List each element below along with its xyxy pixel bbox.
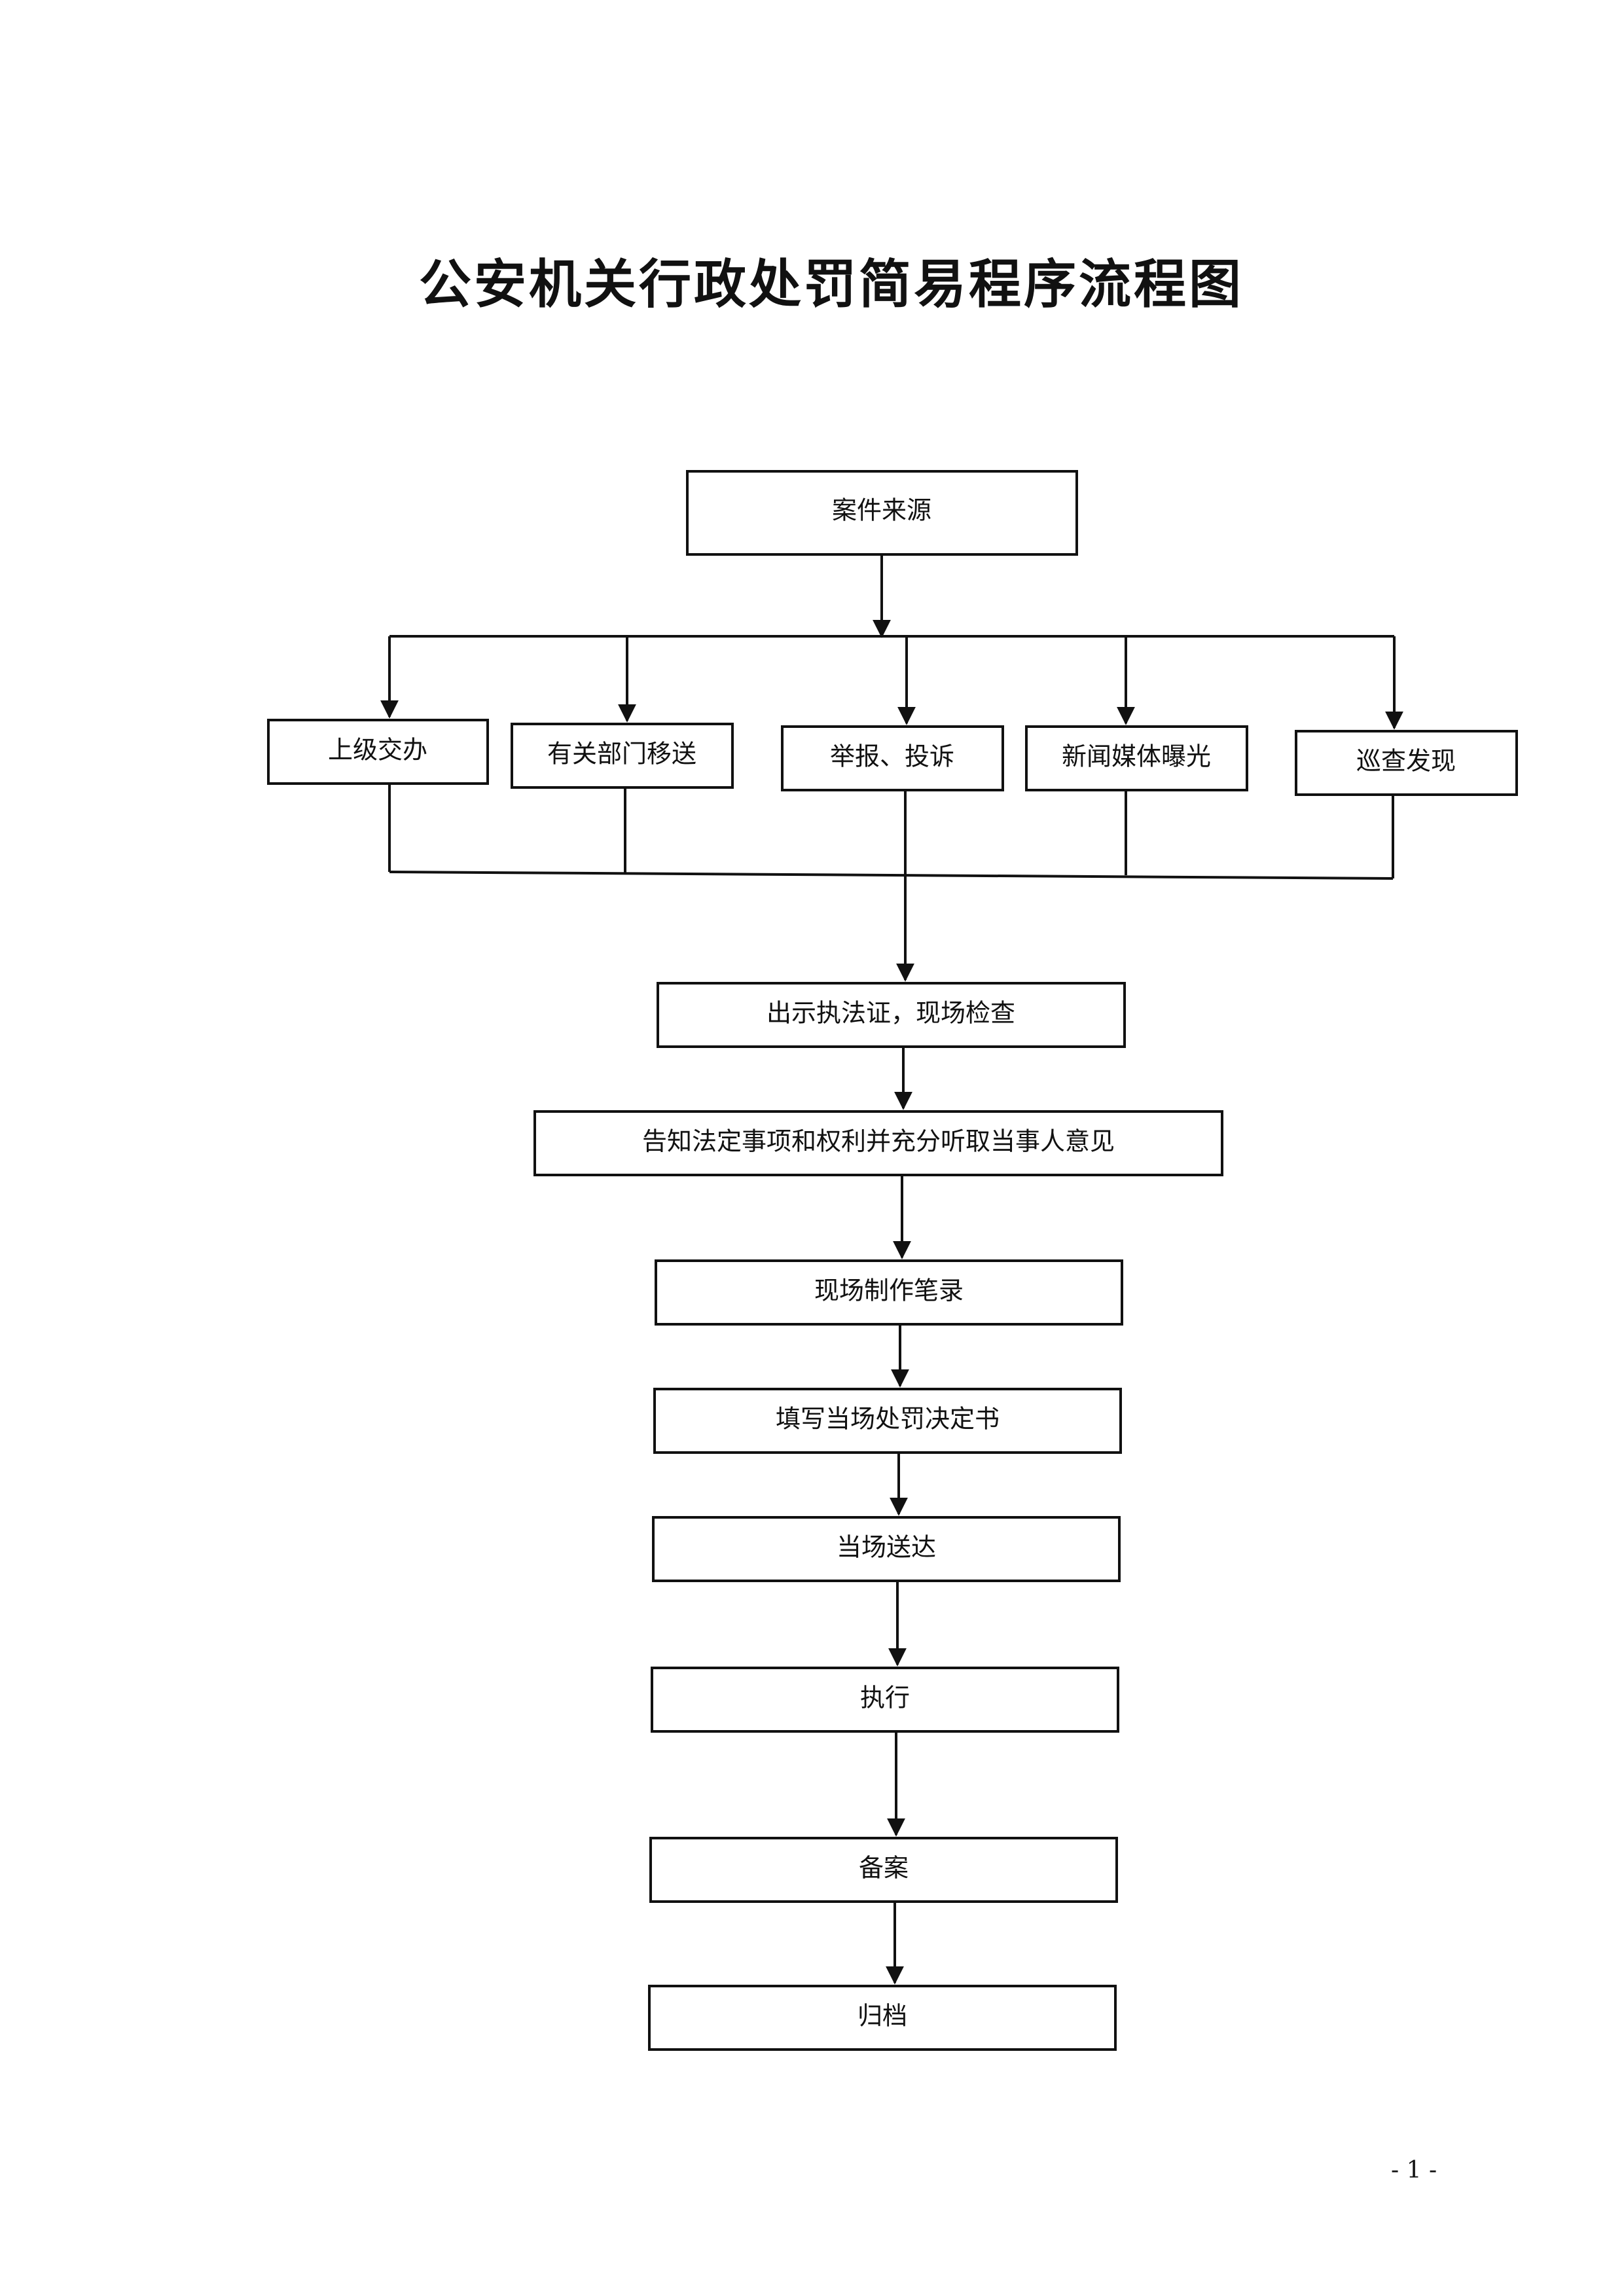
node-execute-label: 执行 [860, 1684, 910, 1712]
node-report: 举报、投诉 [781, 725, 1004, 791]
node-inform-label: 告知法定事项和权利并充分听取当事人意见 [642, 1127, 1115, 1156]
node-decision-label: 填写当场处罚决定书 [776, 1405, 1000, 1434]
node-record-label: 现场制作笔录 [814, 1276, 964, 1305]
node-file: 备案 [649, 1837, 1118, 1903]
node-execute: 执行 [651, 1667, 1119, 1733]
node-decision: 填写当场处罚决定书 [653, 1388, 1122, 1454]
node-inform: 告知法定事项和权利并充分听取当事人意见 [533, 1110, 1223, 1176]
node-archive: 归档 [648, 1985, 1117, 2051]
node-patrol-label: 巡查发现 [1356, 747, 1456, 776]
node-media: 新闻媒体曝光 [1025, 725, 1248, 791]
node-report-label: 举报、投诉 [830, 742, 954, 771]
node-deliver: 当场送达 [652, 1516, 1121, 1582]
node-media-label: 新闻媒体曝光 [1062, 742, 1211, 771]
node-departments-label: 有关部门移送 [547, 740, 696, 768]
node-inspect: 出示执法证，现场检查 [657, 982, 1126, 1048]
node-inspect-label: 出示执法证，现场检查 [767, 999, 1015, 1028]
node-deliver-label: 当场送达 [837, 1533, 936, 1562]
node-patrol: 巡查发现 [1295, 730, 1518, 796]
node-departments: 有关部门移送 [511, 723, 734, 789]
page-title: 公安机关行政处罚简易程序流程图 [419, 254, 1244, 315]
node-archive-label: 归档 [857, 2002, 907, 2031]
node-file-label: 备案 [859, 1854, 909, 1883]
collector-bar [389, 871, 1394, 880]
page-number: - 1 - [1391, 2157, 1437, 2184]
node-source: 案件来源 [686, 470, 1078, 556]
node-record: 现场制作笔录 [655, 1259, 1123, 1326]
node-source-label: 案件来源 [832, 496, 931, 525]
node-superior-label: 上级交办 [328, 736, 427, 765]
node-superior: 上级交办 [267, 719, 489, 785]
